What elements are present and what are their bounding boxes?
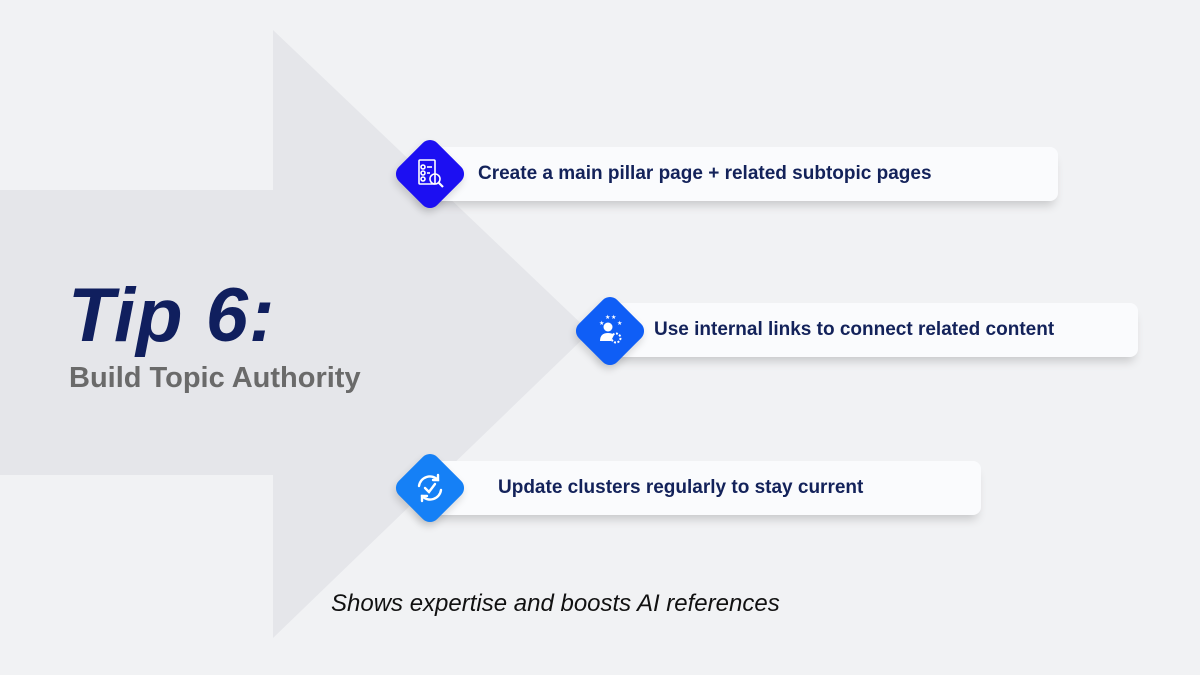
svg-text:★: ★ (599, 320, 604, 327)
tip-title: Tip 6: (68, 273, 276, 358)
step-icon-badge-3 (391, 449, 469, 527)
step-icon-badge-1 (391, 135, 469, 213)
svg-text:★: ★ (605, 314, 610, 321)
step-card-1: Create a main pillar page + related subt… (415, 147, 1058, 201)
refresh-check-icon (417, 473, 443, 503)
step-label: Use internal links to connect related co… (654, 319, 1055, 340)
step-icon-badge-2: ★★ ★★ (571, 292, 649, 370)
footer-caption: Shows expertise and boosts AI references (331, 590, 780, 617)
step-card-3: Update clusters regularly to stay curren… (415, 461, 981, 515)
svg-text:★: ★ (617, 320, 622, 327)
svg-text:★: ★ (611, 314, 616, 321)
user-gear-stars-icon: ★★ ★★ (599, 314, 622, 344)
step-label: Update clusters regularly to stay curren… (498, 477, 864, 498)
step-label: Create a main pillar page + related subt… (478, 163, 932, 184)
step-card-2: Use internal links to connect related co… (595, 303, 1138, 357)
document-search-icon (418, 159, 444, 188)
tip-subtitle: Build Topic Authority (69, 362, 361, 394)
